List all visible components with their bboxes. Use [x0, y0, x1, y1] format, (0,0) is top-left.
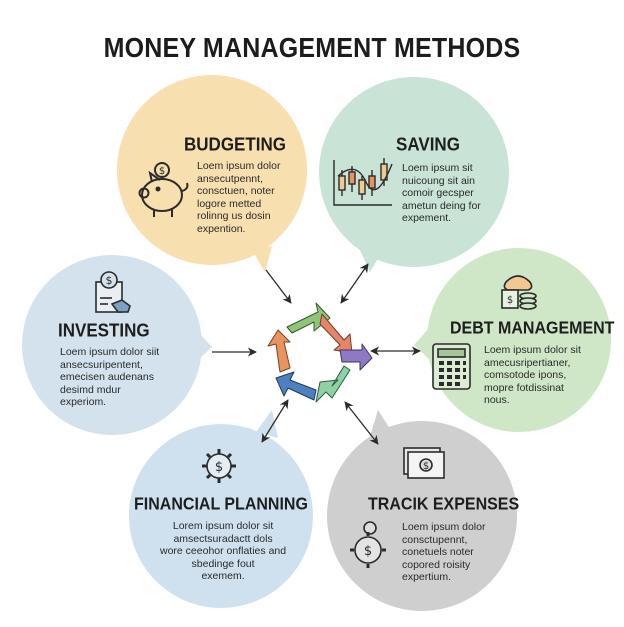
- svg-text:$: $: [215, 460, 223, 475]
- gear-coin-icon: $: [350, 521, 386, 568]
- budgeting-line: ansecutpennt,: [197, 172, 263, 185]
- svg-text:$: $: [159, 166, 165, 177]
- money-bag-icon: $: [501, 275, 537, 310]
- budgeting-line: consctuen, noter: [197, 185, 275, 197]
- investment-document-icon: $: [95, 271, 131, 313]
- arrow-tracking: [344, 401, 379, 445]
- planning-line: exemem.: [201, 570, 245, 582]
- budgeting-line: Loem ipsum dolor: [197, 160, 281, 172]
- piggy-bank-icon: $: [138, 162, 189, 217]
- svg-text:$: $: [423, 461, 429, 472]
- budgeting-description: Loem ipsum dolor ansecutpennt, consctuen…: [197, 160, 280, 235]
- saving-label: SAVING: [396, 134, 460, 155]
- arrow-saving: [340, 263, 369, 304]
- track-expenses-label: TRACIK EXPENSES: [368, 495, 520, 514]
- tracking-line: conetuels noter: [402, 546, 474, 558]
- arrow-planning: [261, 399, 289, 443]
- tracking-line: Loem ipsum dolor: [402, 521, 486, 533]
- gear-dollar-icon: $: [202, 449, 236, 483]
- arrow-budgeting: [265, 269, 292, 304]
- investing-line: desimd mdur: [60, 383, 121, 396]
- planning-line: Lorem ipsum dolor sit: [172, 520, 274, 532]
- investing-bubble: [22, 255, 212, 435]
- investing-line: Loem ipsum dolor siit: [60, 346, 160, 358]
- debt-line: comsotode ipons,: [484, 369, 567, 381]
- debt-line: mopre fotdissinat: [484, 381, 564, 394]
- investing-label: INVESTING: [58, 320, 150, 341]
- budgeting-line: expention.: [197, 222, 246, 235]
- financial-planning-description: Lorem ipsum dolor sit amsectsuradactt do…: [160, 520, 286, 583]
- investing-line: emecisen audenans: [60, 371, 154, 383]
- track-expenses-description: Loem ipsum dolor consctupennt, conetuels…: [402, 521, 485, 584]
- investing-line: ansecsuripentent,: [60, 358, 143, 371]
- debt-line: amecusripertianer,: [484, 356, 571, 369]
- connector-arrows: [212, 263, 421, 445]
- tracking-line: copored roisity: [402, 558, 471, 571]
- budgeting-line: rolinng us dosin: [197, 210, 271, 222]
- saving-line: ametun deing for: [402, 199, 481, 212]
- budgeting-label: BUDGETING: [184, 134, 286, 155]
- svg-text:$: $: [364, 544, 372, 559]
- tracking-line: consctupennt,: [402, 533, 468, 546]
- planning-line: wore ceeohor onflaties and: [160, 545, 287, 557]
- svg-text:$: $: [507, 295, 513, 306]
- investing-description: Loem ipsum dolor siit ansecsuripentent, …: [60, 346, 159, 409]
- saving-line: nuicoung sit ain: [402, 174, 475, 187]
- budgeting-line: logore metted: [197, 197, 262, 210]
- saving-description: Loem ipsum sit nuicoung sit ain comoir g…: [402, 162, 481, 225]
- planning-line: sbedinge fout: [191, 557, 255, 570]
- financial-planning-label: FINANCIAL PLANNING: [134, 495, 308, 514]
- svg-text:$: $: [106, 274, 113, 287]
- debt-bubble: [414, 248, 611, 432]
- candlestick-chart-icon: [333, 158, 393, 206]
- debt-line: nous.: [484, 394, 510, 406]
- center-cycle-icon: [267, 302, 373, 403]
- tracking-line: expertium.: [402, 571, 452, 583]
- investing-line: experiom.: [60, 396, 107, 408]
- debt-line: Loem ipsum dolor sit: [484, 344, 581, 356]
- saving-line: Loem ipsum sit: [402, 162, 473, 174]
- saving-bubble: [319, 77, 509, 272]
- page-title: MONEY MANAGEMENT METHODS: [103, 32, 521, 64]
- debt-management-label: DEBT MANAGEMENT: [450, 319, 615, 338]
- dollar-bill-icon: $: [403, 447, 445, 479]
- debt-management-description: Loem ipsum dolor sit amecusripertianer, …: [484, 344, 581, 407]
- planning-line: amsectsuradactt dols: [173, 532, 273, 545]
- saving-line: comoir gecsper: [402, 187, 474, 199]
- saving-line: expement.: [402, 212, 452, 224]
- calculator-icon: [432, 343, 471, 390]
- budgeting-bubble: [117, 75, 307, 272]
